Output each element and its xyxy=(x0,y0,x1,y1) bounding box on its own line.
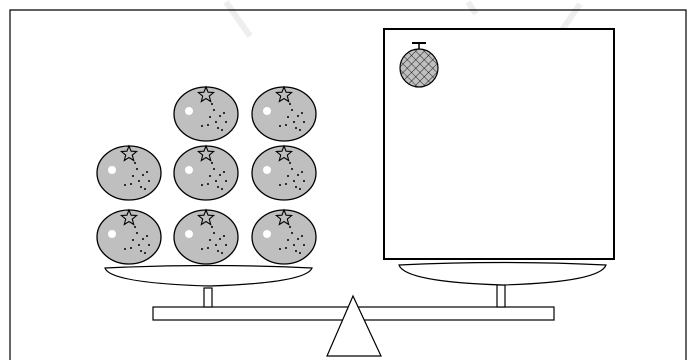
tangerine-icon xyxy=(97,210,161,264)
tangerine-icon xyxy=(174,210,238,264)
triangle-fulcrum-icon xyxy=(327,296,381,356)
right-pan xyxy=(399,263,606,286)
left-pan-post xyxy=(204,288,212,307)
tangerine-icon xyxy=(174,146,238,200)
tangerine-icon xyxy=(97,146,161,200)
tangerine-icon xyxy=(252,87,316,141)
right-pan-post xyxy=(497,285,505,307)
tangerine-icon xyxy=(252,146,316,200)
tangerine-icon xyxy=(174,87,238,141)
tangerine-group xyxy=(97,87,316,264)
tangerine-icon xyxy=(252,210,316,264)
left-pan xyxy=(105,266,312,287)
